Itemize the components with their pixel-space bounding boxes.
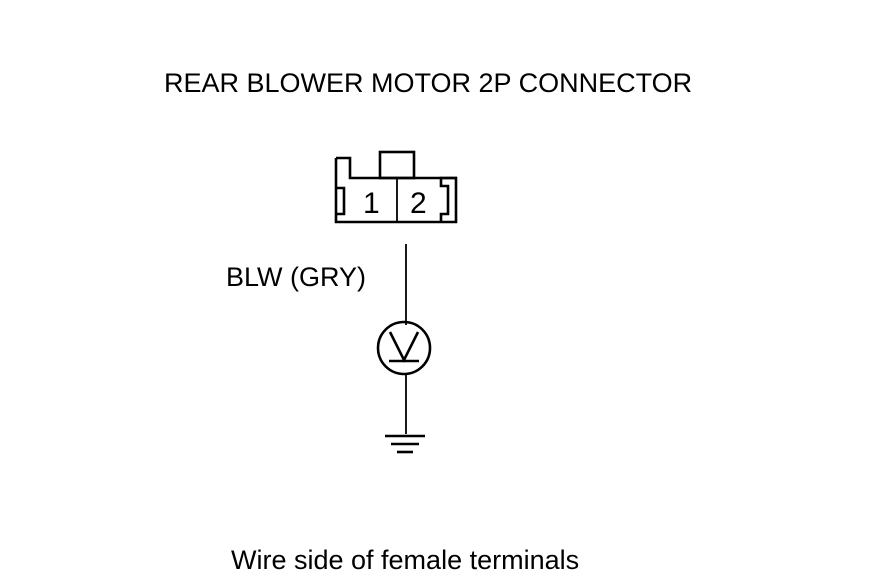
voltmeter-icon <box>376 320 432 376</box>
ground-icon <box>385 434 425 454</box>
pin-2-label: 2 <box>410 187 427 220</box>
diagram-caption: Wire side of female terminals <box>231 545 579 575</box>
diagram-title: REAR BLOWER MOTOR 2P CONNECTOR <box>164 68 692 98</box>
pin-1-label: 1 <box>363 187 380 220</box>
connector-housing <box>334 150 458 224</box>
wire-label: BLW (GRY) <box>226 262 366 292</box>
